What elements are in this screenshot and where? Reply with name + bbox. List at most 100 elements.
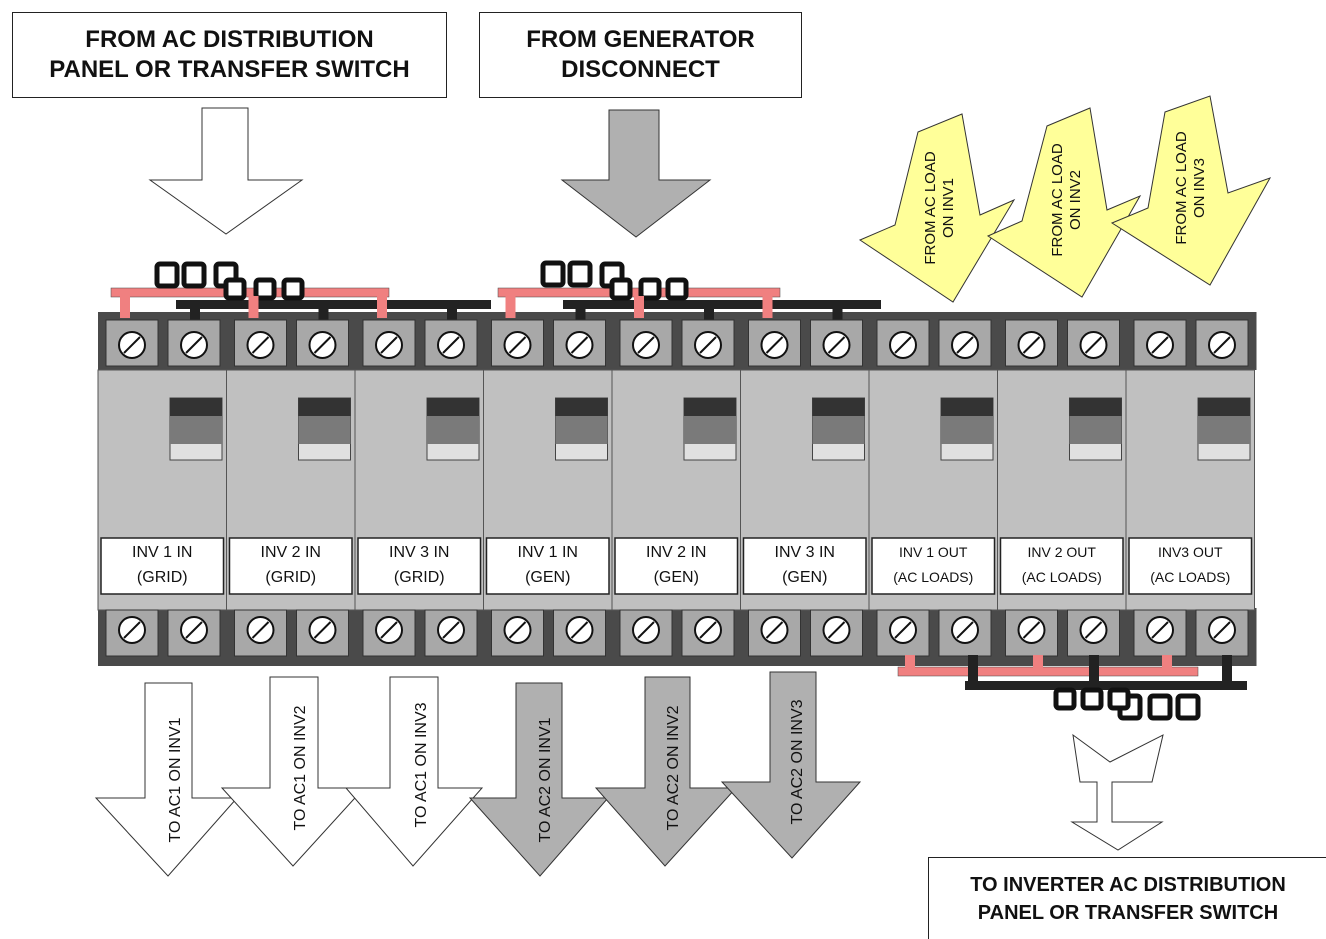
terminal-screw-slot [442,336,460,354]
terminal-screw-slot [251,336,270,354]
breaker-1: INV 1 IN (GRID) [97,319,227,657]
breaker-handle-top [170,398,222,416]
breaker-label-line-2: (GEN) [782,569,827,586]
breaker-handle-top [941,398,993,416]
gen-black-bus [563,300,881,309]
breaker-label-line-2: (GRID) [265,569,316,586]
breaker-label-line-1: INV 3 IN [775,544,835,561]
terminal-screw-slot [1022,621,1041,639]
from-ac-distribution-line-1: FROM AC DISTRIBUTION [85,26,374,53]
terminal-screw-slot [380,336,398,354]
breaker-label-plate [742,537,867,595]
load-arrow-label-line-2: ON INV3 [1191,158,1208,218]
breaker-label-line-1: INV 1 IN [518,544,578,561]
upper-terminal-block [98,312,1257,370]
terminal-screw-slot [956,621,974,639]
grid-lug [223,277,247,301]
breaker-handle-top [1198,398,1250,416]
out-drop-black [1222,655,1232,683]
breaker-handle-mid [684,416,736,444]
breaker-label-line-2: (AC LOADS) [893,569,973,585]
breaker-handle-mid [1069,416,1122,444]
out-lug [1107,687,1131,711]
grid-black-bus [176,300,491,309]
bus-drop-red [248,296,259,318]
output-arrow-label-1: TO AC1 ON INV1 [167,717,184,842]
breaker-4: INV 1 IN(GEN) [483,319,613,657]
breaker-handle-top [684,398,736,416]
breaker-handle-top [812,398,865,416]
terminal-screw-slot [1151,621,1169,639]
out-lug [1175,693,1201,721]
breaker-9: INV3 OUT (AC LOADS) [1125,319,1255,657]
out-drop-black [968,655,978,683]
terminal-screw-slot [1084,621,1103,639]
bus-drop-red [505,296,516,318]
breaker-label-line-1: INV 2 IN [261,544,321,561]
output-arrow-4 [468,682,610,877]
breaker-label-line-1: INV3 OUT [1158,544,1223,560]
breaker-handle-mid [170,416,222,444]
breaker-label-plate [357,537,482,595]
terminal-screw-slot [765,336,784,354]
terminal-screw-slot [442,621,460,639]
breaker-label-line-2: (AC LOADS) [1150,569,1230,585]
terminal-screw-slot [570,336,589,354]
out-black-bus [965,681,1247,690]
output-arrow-label-2: TO AC1 ON INV2 [292,705,309,830]
terminal-screw-slot [1022,336,1041,354]
grid-lug [154,261,180,289]
terminal-screw-slot [508,621,527,639]
out-lug [1080,687,1104,711]
bus-drop-black [318,308,329,320]
terminal-screw-slot [956,336,974,354]
terminal-screw-slot [1151,336,1169,354]
breaker-label-line-2: (GRID) [394,569,445,586]
breaker-2: INV 2 IN (GRID) [226,319,356,657]
gen-lug [567,260,593,288]
terminal-screw-slot [1084,336,1103,354]
terminal-screw-slot [637,621,655,639]
from-ac-distribution-box: FROM AC DISTRIBUTION PANEL OR TRANSFER S… [12,12,447,98]
terminal-screw-slot [894,336,912,354]
breaker-label-line-2: (AC LOADS) [1022,569,1102,585]
breaker-handle-mid [555,416,608,444]
output-arrow-label-3: TO AC1 ON INV3 [413,702,430,827]
terminal-screw-slot [570,621,589,639]
output-arrow-5 [594,676,738,867]
terminal-screw-slot [185,336,203,354]
ac-input-arrow [148,107,304,235]
terminal-screw-slot [827,621,846,639]
terminal-screw-slot [699,621,717,639]
breaker-handle-top [1069,398,1122,416]
terminal-screw-slot [313,336,332,354]
terminal-screw-slot [508,336,527,354]
load-arrow-label-line-1: FROM AC LOAD [1049,143,1066,257]
load-arrow-label-line-1: FROM AC LOAD [922,151,939,265]
breaker-label-line-1: INV 1 IN [132,544,192,561]
breaker-handle-mid [298,416,351,444]
breaker-label-plate [614,537,739,595]
out-drop-black [1089,655,1099,683]
output-arrow-label-5: TO AC2 ON INV2 [665,705,682,830]
breaker-label-plate [999,537,1124,595]
breaker-label-line-1: INV 2 IN [646,544,706,561]
bus-drop-black [575,308,586,320]
output-arrow-label-4: TO AC2 ON INV1 [537,717,554,842]
to-inverter-distribution-line-1: TO INVERTER AC DISTRIBUTION [970,873,1286,896]
gen-lug [540,260,566,288]
breaker-5: INV 2 IN(GEN) [611,319,741,657]
output-arrow-label-6: TO AC2 ON INV3 [789,699,806,824]
terminal-screw-slot [380,621,398,639]
terminal-screw-slot [699,336,717,354]
breaker-handle-top [298,398,351,416]
bus-drop-red [377,296,387,318]
breaker-label-line-2: (GRID) [137,569,188,586]
generator-input-arrow [560,109,712,238]
load-arrow-label-line-2: ON INV2 [1067,170,1084,230]
terminal-screw-slot [251,621,270,639]
load-arrow-label-line-2: ON INV1 [940,178,957,238]
